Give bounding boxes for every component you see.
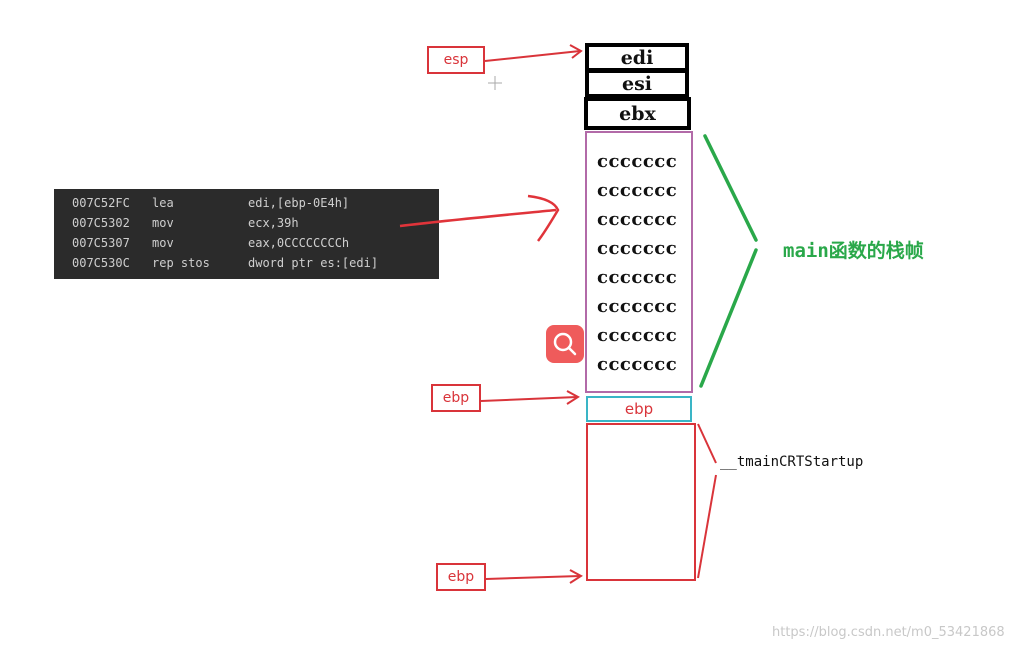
code-row: 007C5302 mov ecx,39h [72, 213, 299, 233]
main-frame-label: main函数的栈帧 [783, 240, 924, 262]
crt-startup-frame [586, 423, 696, 581]
frame-cell: ccccccc [597, 238, 678, 259]
register-ebx: ebx [584, 97, 691, 130]
code-opcode: lea [152, 196, 174, 210]
code-address: 007C52FC [72, 196, 130, 210]
code-row: 007C52FC lea edi,[ebp-0E4h] [72, 193, 349, 213]
code-row: 007C530C rep stos dword ptr es:[edi] [72, 253, 378, 273]
ebp-label-bottom: ebp [436, 563, 486, 591]
frame-cell: ccccccc [597, 209, 678, 230]
code-row: 007C5307 mov eax,0CCCCCCCCh [72, 233, 349, 253]
search-button[interactable] [546, 325, 584, 363]
code-operands: eax,0CCCCCCCCh [248, 236, 350, 250]
frame-cell: ccccccc [597, 180, 678, 201]
register-esi: esi [585, 69, 689, 98]
code-arrow [399, 194, 560, 242]
watermark: https://blog.csdn.net/m0_53421868 [772, 625, 1005, 640]
search-icon [553, 332, 577, 356]
main-stack-frame: ccccccc ccccccc ccccccc ccccccc ccccccc … [585, 131, 693, 393]
code-address: 007C5302 [72, 216, 130, 230]
disassembly-panel: 007C52FC lea edi,[ebp-0E4h] 007C5302 mov… [54, 189, 439, 279]
frame-cell: ccccccc [597, 354, 678, 375]
esp-label: esp [427, 46, 485, 74]
esp-arrow [484, 44, 583, 62]
code-operands: ecx,39h [248, 216, 299, 230]
ebp-label-top: ebp [431, 384, 481, 412]
frame-cell: ccccccc [597, 267, 678, 288]
code-operands: edi,[ebp-0E4h] [248, 196, 350, 210]
code-address: 007C530C [72, 256, 130, 270]
crosshair-icon [487, 75, 503, 91]
code-opcode: rep stos [152, 256, 210, 270]
ebp-top-arrow [480, 390, 580, 405]
code-address: 007C5307 [72, 236, 130, 250]
ebp-bottom-arrow [485, 569, 583, 584]
saved-ebp-cell: ebp [586, 396, 692, 422]
code-opcode: mov [152, 236, 174, 250]
crt-startup-label: __tmainCRTStartup [720, 454, 864, 470]
code-operands: dword ptr es:[edi] [248, 256, 379, 270]
main-frame-brace [699, 134, 758, 388]
frame-cell: ccccccc [597, 296, 678, 317]
crt-frame-brace [697, 423, 717, 579]
frame-cell: ccccccc [597, 325, 678, 346]
code-opcode: mov [152, 216, 174, 230]
frame-cell: ccccccc [597, 151, 678, 172]
